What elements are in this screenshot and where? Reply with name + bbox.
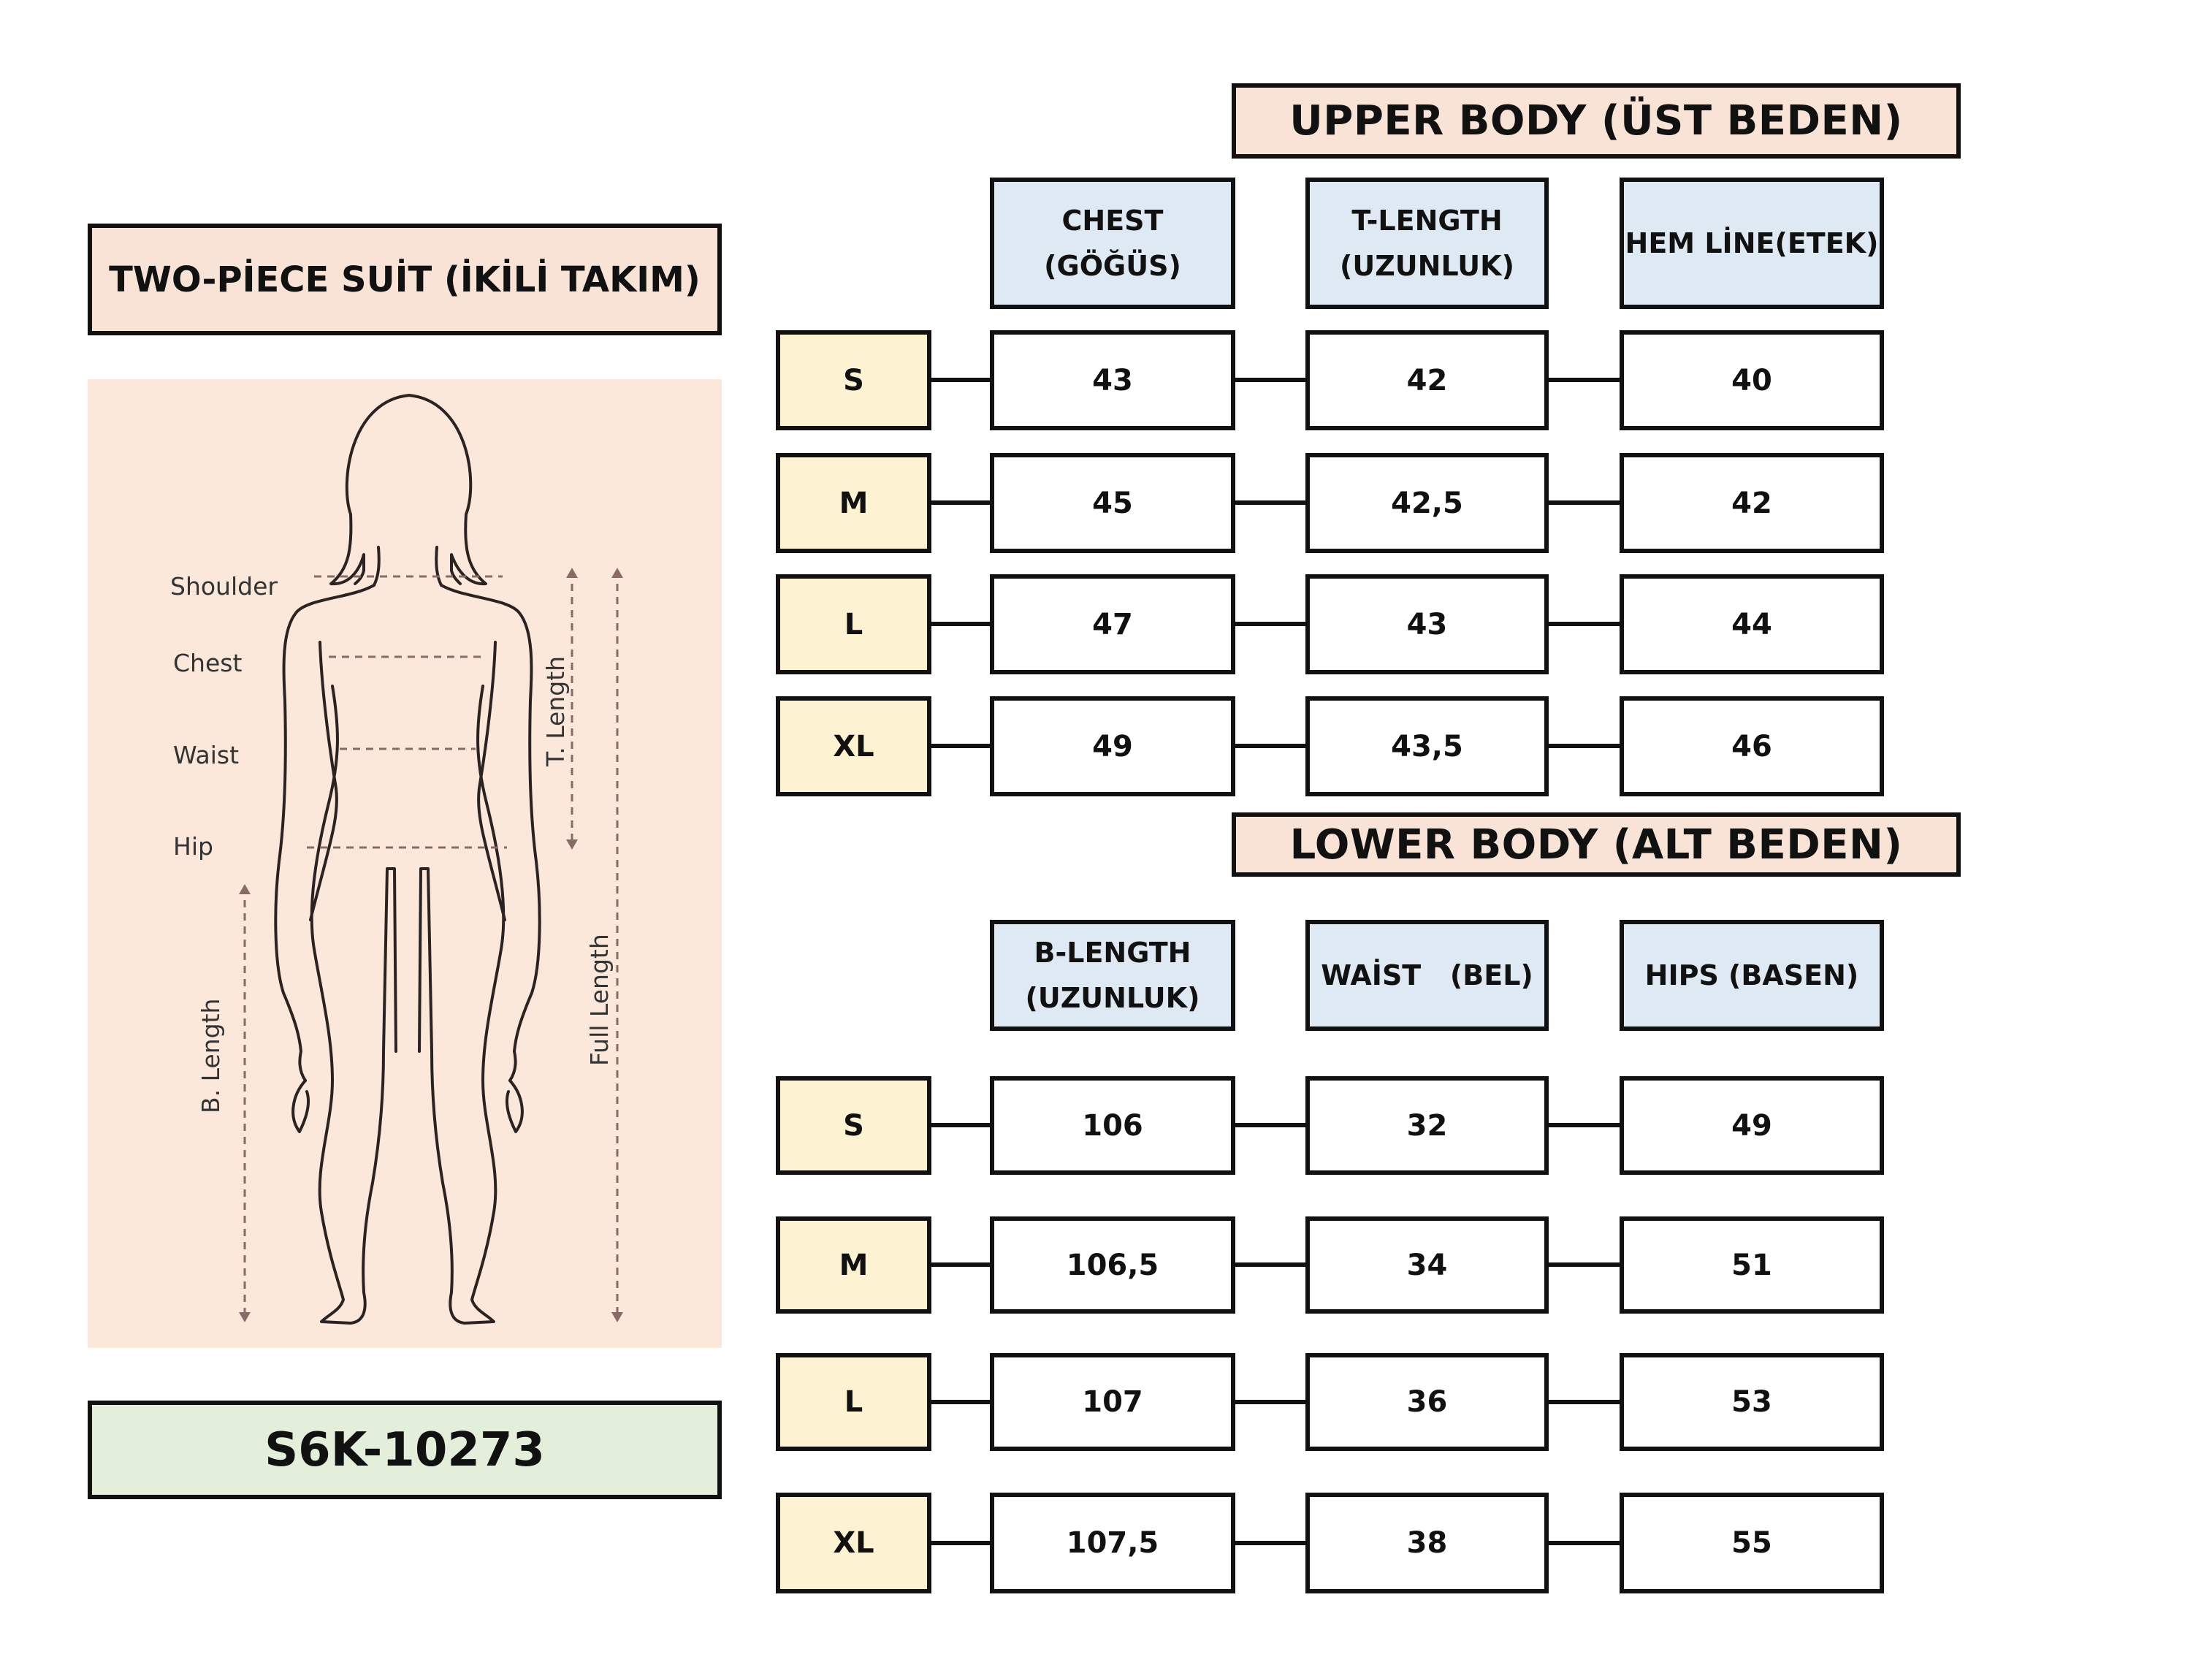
connector [931, 500, 990, 505]
lower-cell-waist-s: 32 [1305, 1076, 1549, 1175]
suit-title: TWO-PİECE SUİT (İKİLİ TAKIM) [88, 224, 722, 335]
connector [931, 1262, 990, 1267]
upper-size-s: S [776, 330, 931, 430]
upper-col-hem-line: HEM LİNE(ETEK) [1620, 178, 1884, 309]
connector [1235, 500, 1305, 505]
lower-cell-hips-m: 51 [1620, 1216, 1884, 1314]
connector [1549, 622, 1620, 626]
waist-label: Waist [173, 741, 239, 769]
upper-size-xl: XL [776, 696, 931, 796]
lower-cell-b-length-l: 107 [990, 1353, 1235, 1451]
upper-size-m: M [776, 453, 931, 553]
lower-col-b-length: B-LENGTH (UZUNLUK) [990, 920, 1235, 1031]
body-measurement-figure: Shoulder Chest Waist Hip T. Length Full … [88, 379, 722, 1348]
connector [931, 622, 990, 626]
connector [931, 1123, 990, 1127]
lower-col-hips: HIPS (BASEN) [1620, 920, 1884, 1031]
upper-cell-t-length-m: 42,5 [1305, 453, 1549, 553]
connector [931, 1541, 990, 1545]
connector [1235, 622, 1305, 626]
col-head-line1: HEM LİNE(ETEK) [1625, 227, 1879, 259]
t-length-label: T. Length [541, 656, 570, 767]
upper-cell-chest-s: 43 [990, 330, 1235, 430]
silhouette-outline [274, 394, 541, 1325]
upper-body-title: UPPER BODY (ÜST BEDEN) [1232, 83, 1961, 159]
measurement-arrows [239, 568, 623, 1322]
lower-cell-waist-xl: 38 [1305, 1493, 1549, 1593]
lower-cell-hips-s: 49 [1620, 1076, 1884, 1175]
col-head-line1: B-LENGTH [1034, 937, 1191, 969]
upper-cell-hem-xl: 46 [1620, 696, 1884, 796]
upper-cell-t-length-l: 43 [1305, 574, 1549, 674]
upper-cell-chest-m: 45 [990, 453, 1235, 553]
col-head-line2: (GÖĞÜS) [1044, 250, 1181, 282]
connector [1235, 1123, 1305, 1127]
col-head-line2: (UZUNLUK) [1025, 982, 1200, 1014]
lower-cell-b-length-xl: 107,5 [990, 1493, 1235, 1593]
full-length-label: Full Length [585, 934, 614, 1066]
connector [1235, 1541, 1305, 1545]
col-head-line1: T-LENGTH [1351, 205, 1503, 237]
connector [931, 744, 990, 748]
upper-col-chest: CHEST (GÖĞÜS) [990, 178, 1235, 309]
chest-label: Chest [173, 649, 242, 677]
col-head-line1: HIPS (BASEN) [1644, 959, 1859, 991]
connector [1235, 1400, 1305, 1404]
measurement-lines [243, 571, 619, 1318]
col-head-line2: (UZUNLUK) [1340, 250, 1514, 282]
lower-cell-hips-l: 53 [1620, 1353, 1884, 1451]
lower-body-title: LOWER BODY (ALT BEDEN) [1232, 812, 1961, 877]
upper-cell-t-length-xl: 43,5 [1305, 696, 1549, 796]
lower-size-s: S [776, 1076, 931, 1175]
connector [1549, 1262, 1620, 1267]
col-head-line1: CHEST [1061, 205, 1164, 237]
lower-size-m: M [776, 1216, 931, 1314]
b-length-label: B. Length [197, 999, 225, 1113]
connector [1549, 744, 1620, 748]
lower-cell-waist-l: 36 [1305, 1353, 1549, 1451]
connector [931, 1400, 990, 1404]
connector [1549, 1123, 1620, 1127]
lower-col-waist: WAİST (BEL) [1305, 920, 1549, 1031]
connector [1235, 1262, 1305, 1267]
col-head-line1: WAİST (BEL) [1321, 959, 1533, 991]
shoulder-label: Shoulder [170, 572, 278, 601]
connector [1549, 378, 1620, 382]
upper-cell-hem-m: 42 [1620, 453, 1884, 553]
connector [1549, 500, 1620, 505]
body-silhouette-illustration: Shoulder Chest Waist Hip T. Length Full … [170, 394, 623, 1325]
connector [1549, 1400, 1620, 1404]
lower-size-l: L [776, 1353, 931, 1451]
hip-label: Hip [173, 832, 213, 861]
lower-cell-b-length-s: 106 [990, 1076, 1235, 1175]
connector [1235, 378, 1305, 382]
connector [931, 378, 990, 382]
upper-cell-chest-xl: 49 [990, 696, 1235, 796]
upper-cell-t-length-s: 42 [1305, 330, 1549, 430]
lower-cell-waist-m: 34 [1305, 1216, 1549, 1314]
upper-size-l: L [776, 574, 931, 674]
connector [1549, 1541, 1620, 1545]
upper-cell-hem-s: 40 [1620, 330, 1884, 430]
product-code: S6K-10273 [88, 1401, 722, 1499]
upper-col-t-length: T-LENGTH (UZUNLUK) [1305, 178, 1549, 309]
lower-size-xl: XL [776, 1493, 931, 1593]
lower-cell-b-length-m: 106,5 [990, 1216, 1235, 1314]
upper-cell-hem-l: 44 [1620, 574, 1884, 674]
upper-cell-chest-l: 47 [990, 574, 1235, 674]
connector [1235, 744, 1305, 748]
lower-cell-hips-xl: 55 [1620, 1493, 1884, 1593]
